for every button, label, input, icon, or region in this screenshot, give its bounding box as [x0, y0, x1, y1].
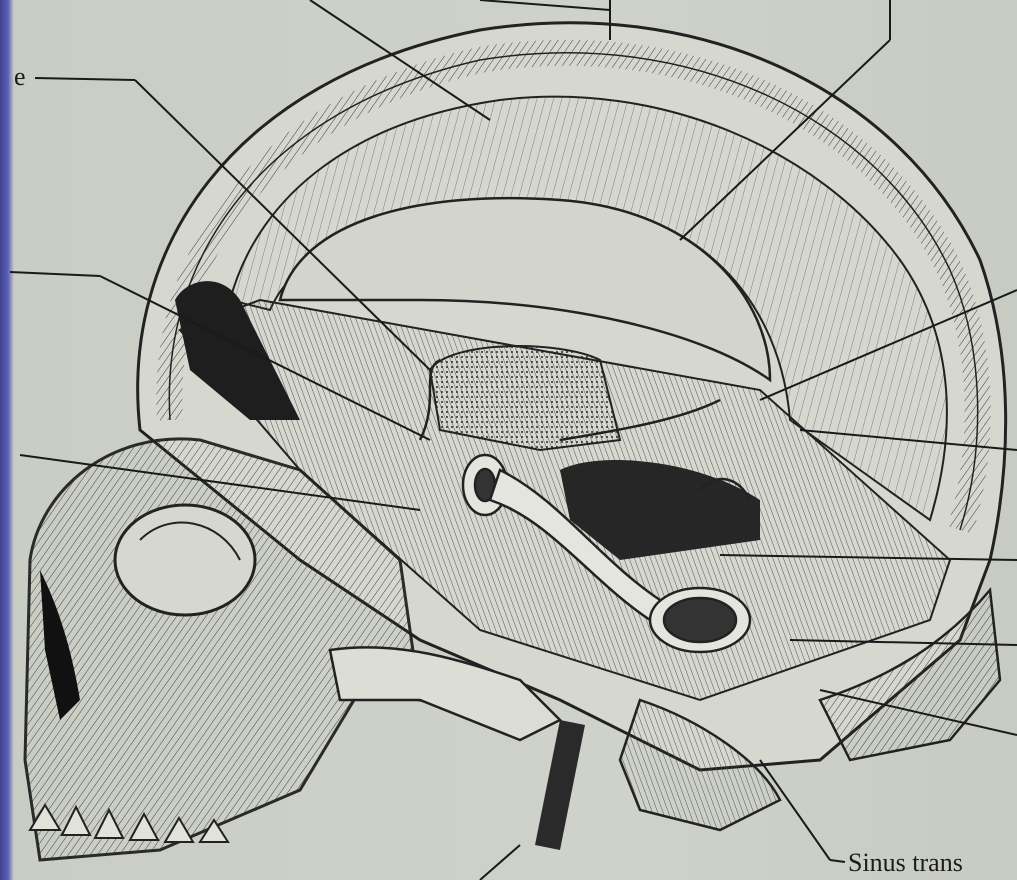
top-left-label-fragment: e [14, 62, 26, 92]
sinus-transversus-label: Sinus trans [848, 848, 963, 878]
styloid [535, 720, 585, 850]
orbit [115, 505, 255, 615]
